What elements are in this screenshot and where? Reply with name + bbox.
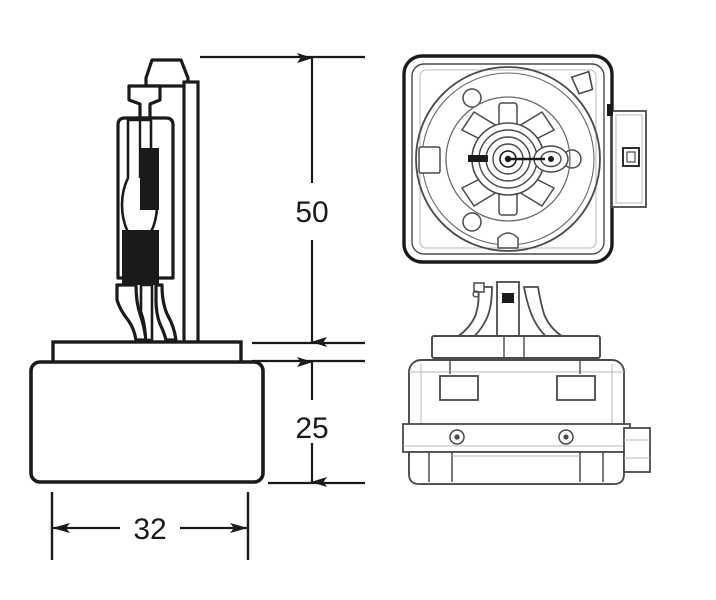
pinch-leg-right xyxy=(154,283,178,342)
flange-plate-body xyxy=(431,335,601,359)
arc-tube-top-cap xyxy=(127,58,190,120)
connector-tab xyxy=(607,104,647,208)
connector-tab-body xyxy=(611,110,647,208)
pedestal-column xyxy=(496,281,520,341)
dimension-25: 25 xyxy=(252,357,365,487)
dimension-32: 32 xyxy=(50,492,250,560)
pedestal-legs xyxy=(448,281,572,341)
base-body-shell xyxy=(29,360,265,484)
pinch-center-post xyxy=(139,283,154,342)
skirt-rib-left xyxy=(428,452,453,482)
support-wire-bar xyxy=(182,80,200,362)
skirt-rib-right xyxy=(579,452,604,482)
connector-pip xyxy=(607,104,613,116)
base-lower-band xyxy=(402,423,631,453)
pedestal-clip-hole xyxy=(472,290,480,298)
keying-notch xyxy=(570,70,594,95)
spoke-hub-boundary xyxy=(445,96,571,222)
connector-aperture-inner xyxy=(626,151,636,163)
dimension-label-50: 50 xyxy=(295,196,328,229)
retaining-ring-outer xyxy=(415,66,601,252)
pinch-leg-left xyxy=(115,283,148,342)
electrode-contact-left xyxy=(468,155,488,162)
front-face-view xyxy=(402,54,647,264)
ring-lug-bottom-left xyxy=(462,212,482,232)
ring-lug-left-tab xyxy=(418,146,441,174)
dimension-label-25: 25 xyxy=(295,412,328,445)
locating-tab-right xyxy=(556,375,596,401)
connector-stub xyxy=(623,427,651,473)
pedestal-column-mark xyxy=(502,293,514,303)
side-elevation-view xyxy=(29,58,265,484)
shade-region xyxy=(122,148,159,285)
square-housing-inner xyxy=(411,63,605,255)
base-bottom-skirt xyxy=(408,451,625,485)
pinch-seal xyxy=(115,283,178,342)
dimension-50: 50 xyxy=(200,53,365,347)
rivet-right-center xyxy=(563,434,569,440)
base-shell xyxy=(402,358,651,485)
support-wire xyxy=(182,80,200,362)
ring-lug-bottom xyxy=(497,232,519,249)
base-body xyxy=(29,360,265,484)
locating-tab-left xyxy=(439,375,479,401)
base-side-view xyxy=(402,281,651,485)
ring-lug-top-left xyxy=(462,88,482,108)
dome-arch xyxy=(144,58,190,88)
shade-lower-block xyxy=(122,230,159,285)
rivet-left-center xyxy=(454,434,460,440)
shade-upper-block xyxy=(140,148,159,210)
flange-plate xyxy=(431,335,601,359)
side-electrode-dot xyxy=(548,156,554,162)
dimension-label-32: 32 xyxy=(133,513,166,546)
connector-tab-inset xyxy=(615,114,643,204)
center-electrode xyxy=(468,122,569,196)
